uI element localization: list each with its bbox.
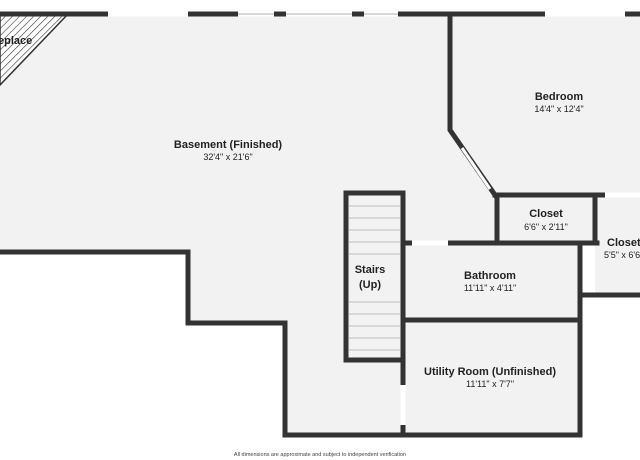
utility-dims: 11'11" x 7'7" [466,379,514,389]
top-window-2 [238,11,274,17]
room-labels: eplace Basement (Finished) 32'4" x 21'6"… [0,35,640,389]
closet2-dims: 5'5" x 6'6" [604,250,640,260]
floor-areas [0,14,640,435]
fireplace-label: eplace [0,35,32,47]
closet1-dims: 6'6" x 2'11" [524,222,568,232]
top-window-1 [108,11,188,17]
top-window-3 [286,11,352,17]
basement-name: Basement (Finished) [174,139,283,151]
bedroom-door-opening [460,147,492,190]
top-window-4 [364,11,398,17]
closet2-floor [595,195,640,295]
stairs-name-line2: (Up) [359,279,381,291]
bathroom-dims: 11'11" x 4'11" [464,283,516,293]
bathroom-name: Bathroom [464,270,516,282]
stairs-outline [343,190,406,363]
closet1-floor [497,195,595,243]
disclaimer-text: All dimensions are approximate and subje… [234,452,406,458]
bathroom-floor [403,243,580,320]
stair-treads [349,205,400,351]
closet2-name: Closet [607,237,640,249]
utility-name: Utility Room (Unfinished) [424,366,556,378]
utility-floor [403,320,580,435]
basement-left-bottom-wall [0,249,583,438]
bedroom-dims: 14'4" x 12'4" [534,104,583,114]
basement-dims: 32'4" x 21'6" [203,152,252,162]
closet1-name: Closet [529,208,563,220]
bedroom-floor [450,14,640,195]
utility-door-opening [400,385,406,425]
stairs-floor [346,193,403,360]
stairs-name-line1: Stairs [355,264,386,276]
openings [108,11,640,425]
closet-opening [605,192,640,198]
bathroom-door-opening [412,240,448,246]
bedroom-name: Bedroom [535,91,584,103]
bedroom-window [545,11,625,17]
